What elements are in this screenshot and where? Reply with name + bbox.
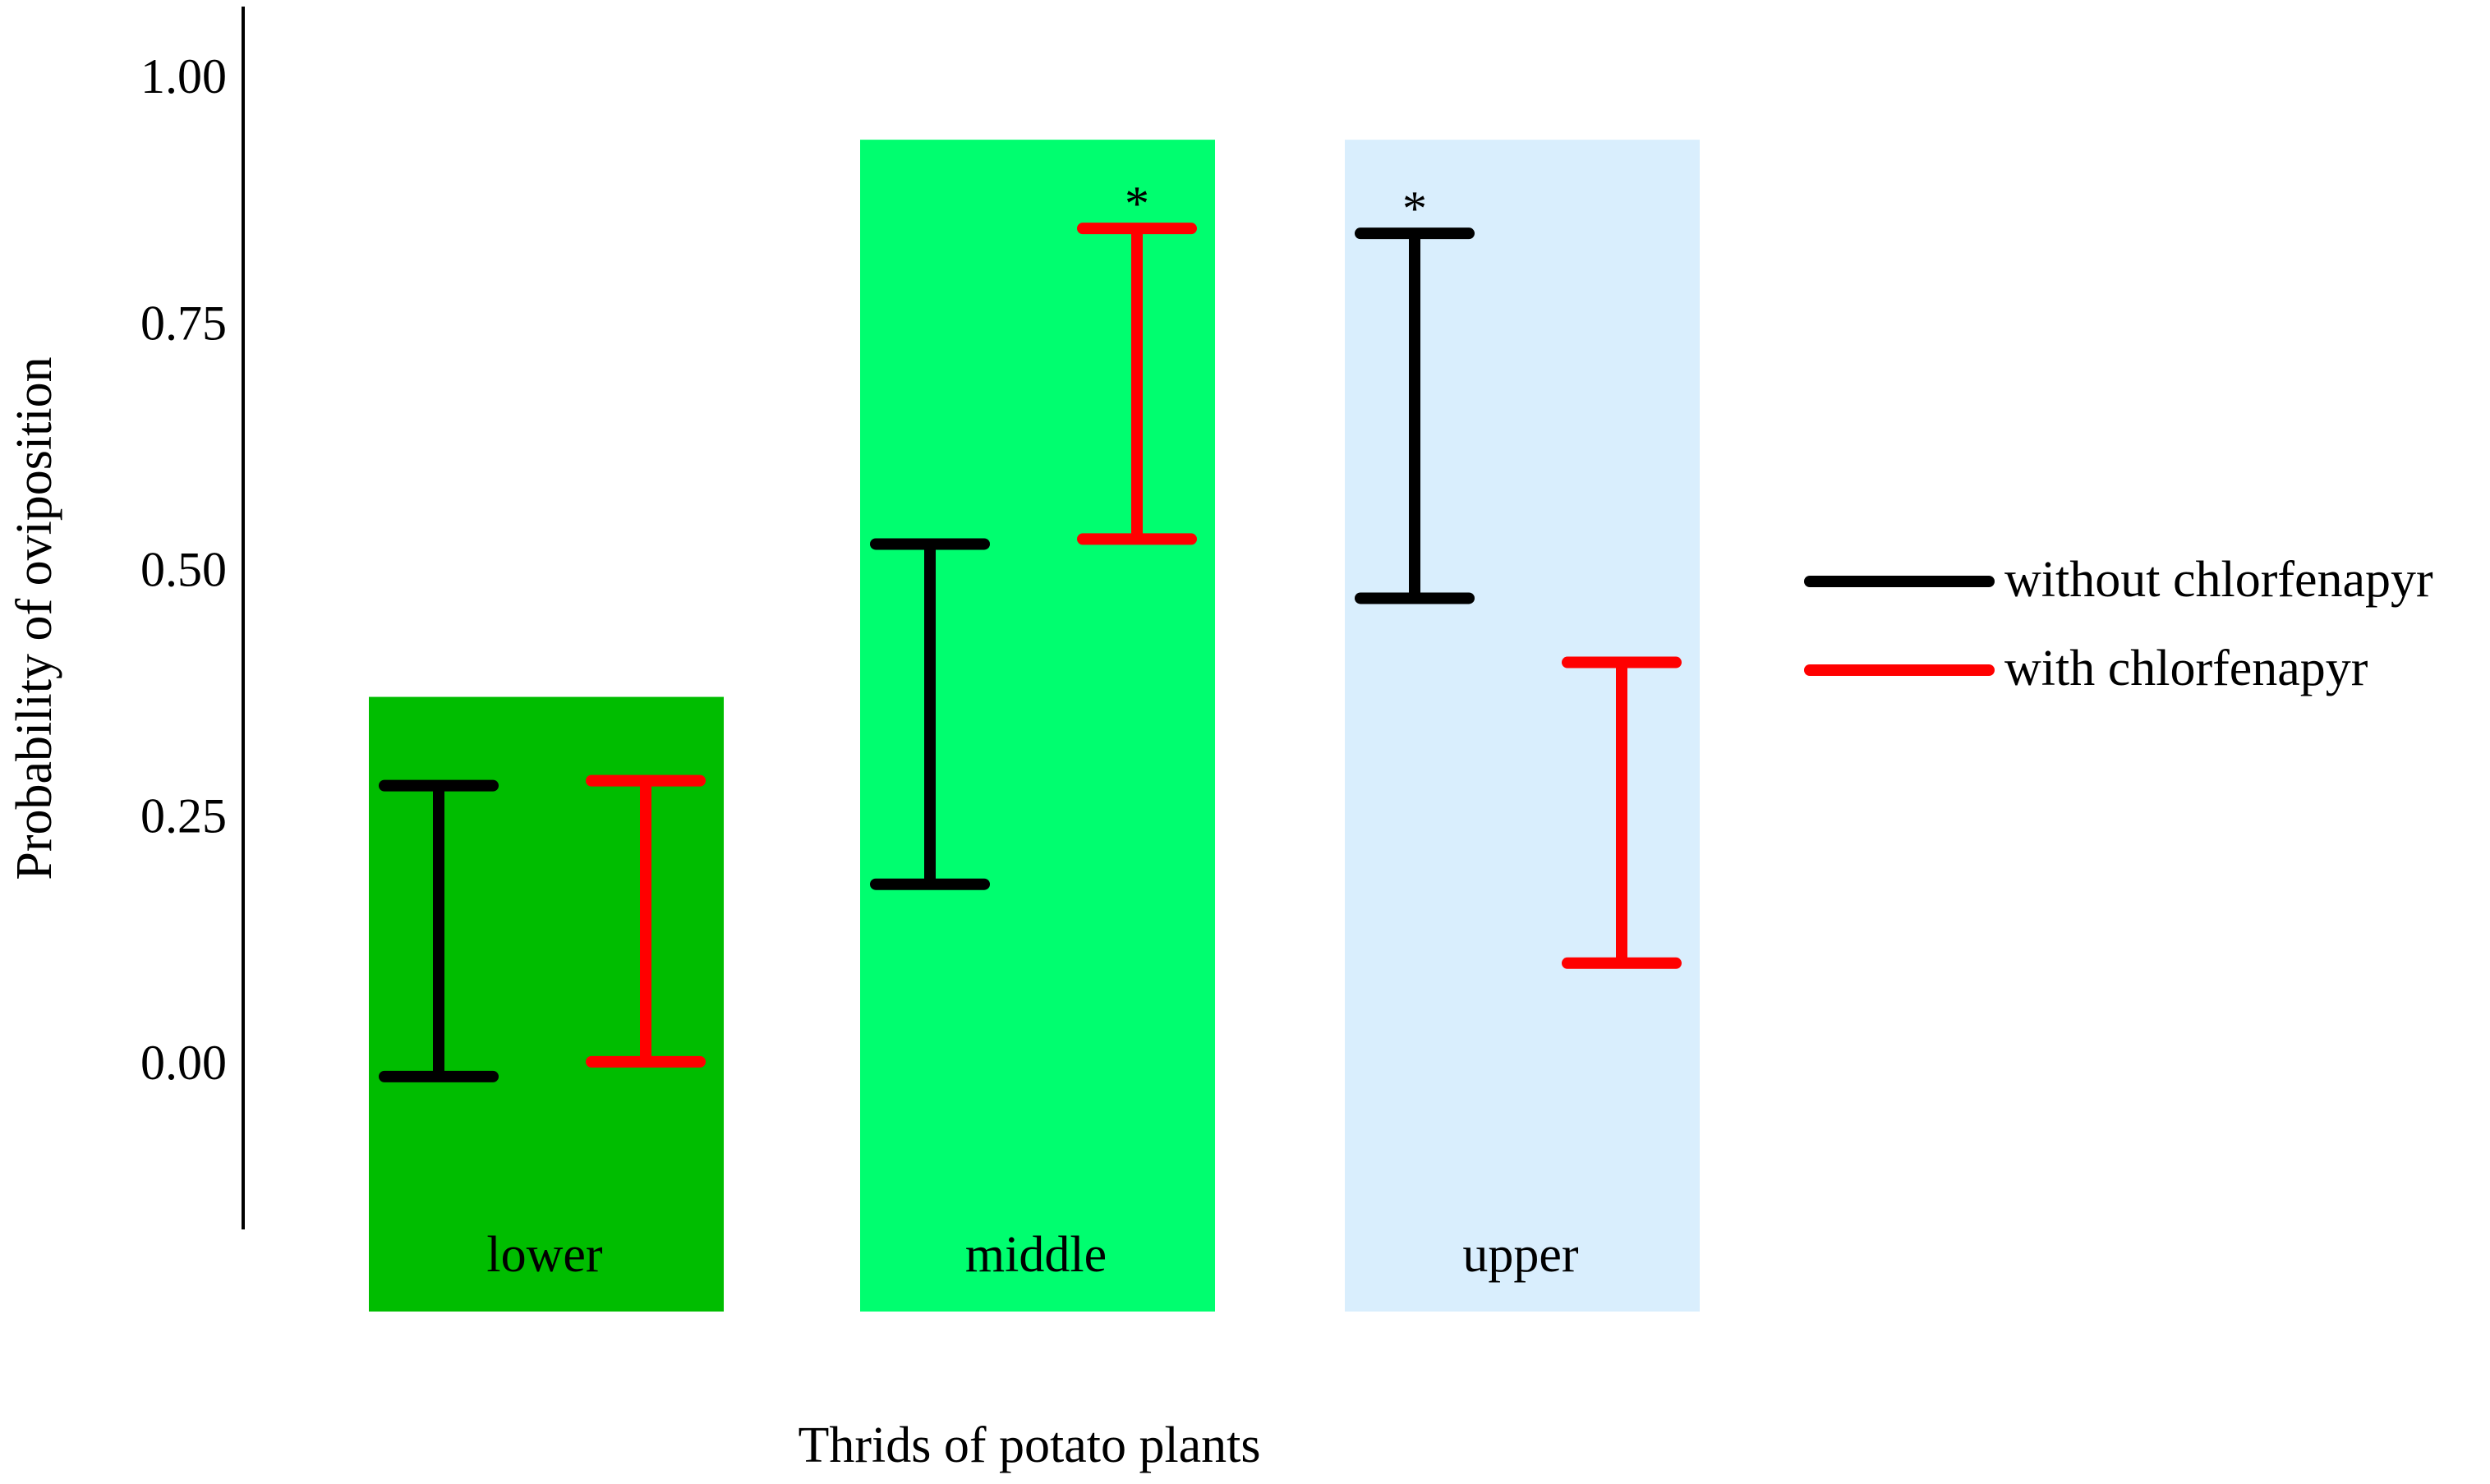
error-bar-upper-without: * — [1355, 181, 1475, 604]
x-axis-title: Thrids of potato plants — [798, 1417, 1260, 1473]
error-bars: ** — [379, 177, 1682, 1082]
y-tick-label: 0.75 — [140, 296, 227, 350]
y-tick-label: 1.00 — [140, 49, 227, 103]
y-tick-label: 0.50 — [140, 542, 227, 596]
error-bar-middle-without — [870, 538, 990, 890]
legend-label: with chlorfenapyr — [2004, 641, 2368, 696]
category-label-lower: lower — [486, 1227, 603, 1283]
legend: without chlorfenapyr with chlorfenapyr — [1804, 552, 2433, 696]
category-panels: lower middle upper — [369, 140, 1700, 1312]
error-bar-lower-with — [586, 774, 706, 1068]
category-label-upper: upper — [1462, 1227, 1579, 1283]
error-bar-upper-with — [1562, 656, 1682, 969]
legend-label: without chlorfenapyr — [2004, 552, 2433, 608]
category-panel-middle — [860, 140, 1215, 1312]
y-axis: 0.00 0.25 0.50 0.75 1.00 — [140, 7, 245, 1229]
category-panel-lower — [369, 696, 724, 1312]
category-panel-upper — [1345, 140, 1700, 1312]
category-label-middle: middle — [965, 1227, 1107, 1283]
y-tick-label: 0.25 — [140, 789, 227, 843]
significance-marker: * — [1402, 181, 1427, 236]
y-tick-label: 0.00 — [140, 1036, 227, 1090]
y-axis-title: Probability of oviposition — [7, 356, 62, 880]
error-bar-lower-without — [379, 779, 499, 1082]
significance-marker: * — [1125, 177, 1149, 231]
error-bar-middle-with: * — [1077, 177, 1197, 545]
